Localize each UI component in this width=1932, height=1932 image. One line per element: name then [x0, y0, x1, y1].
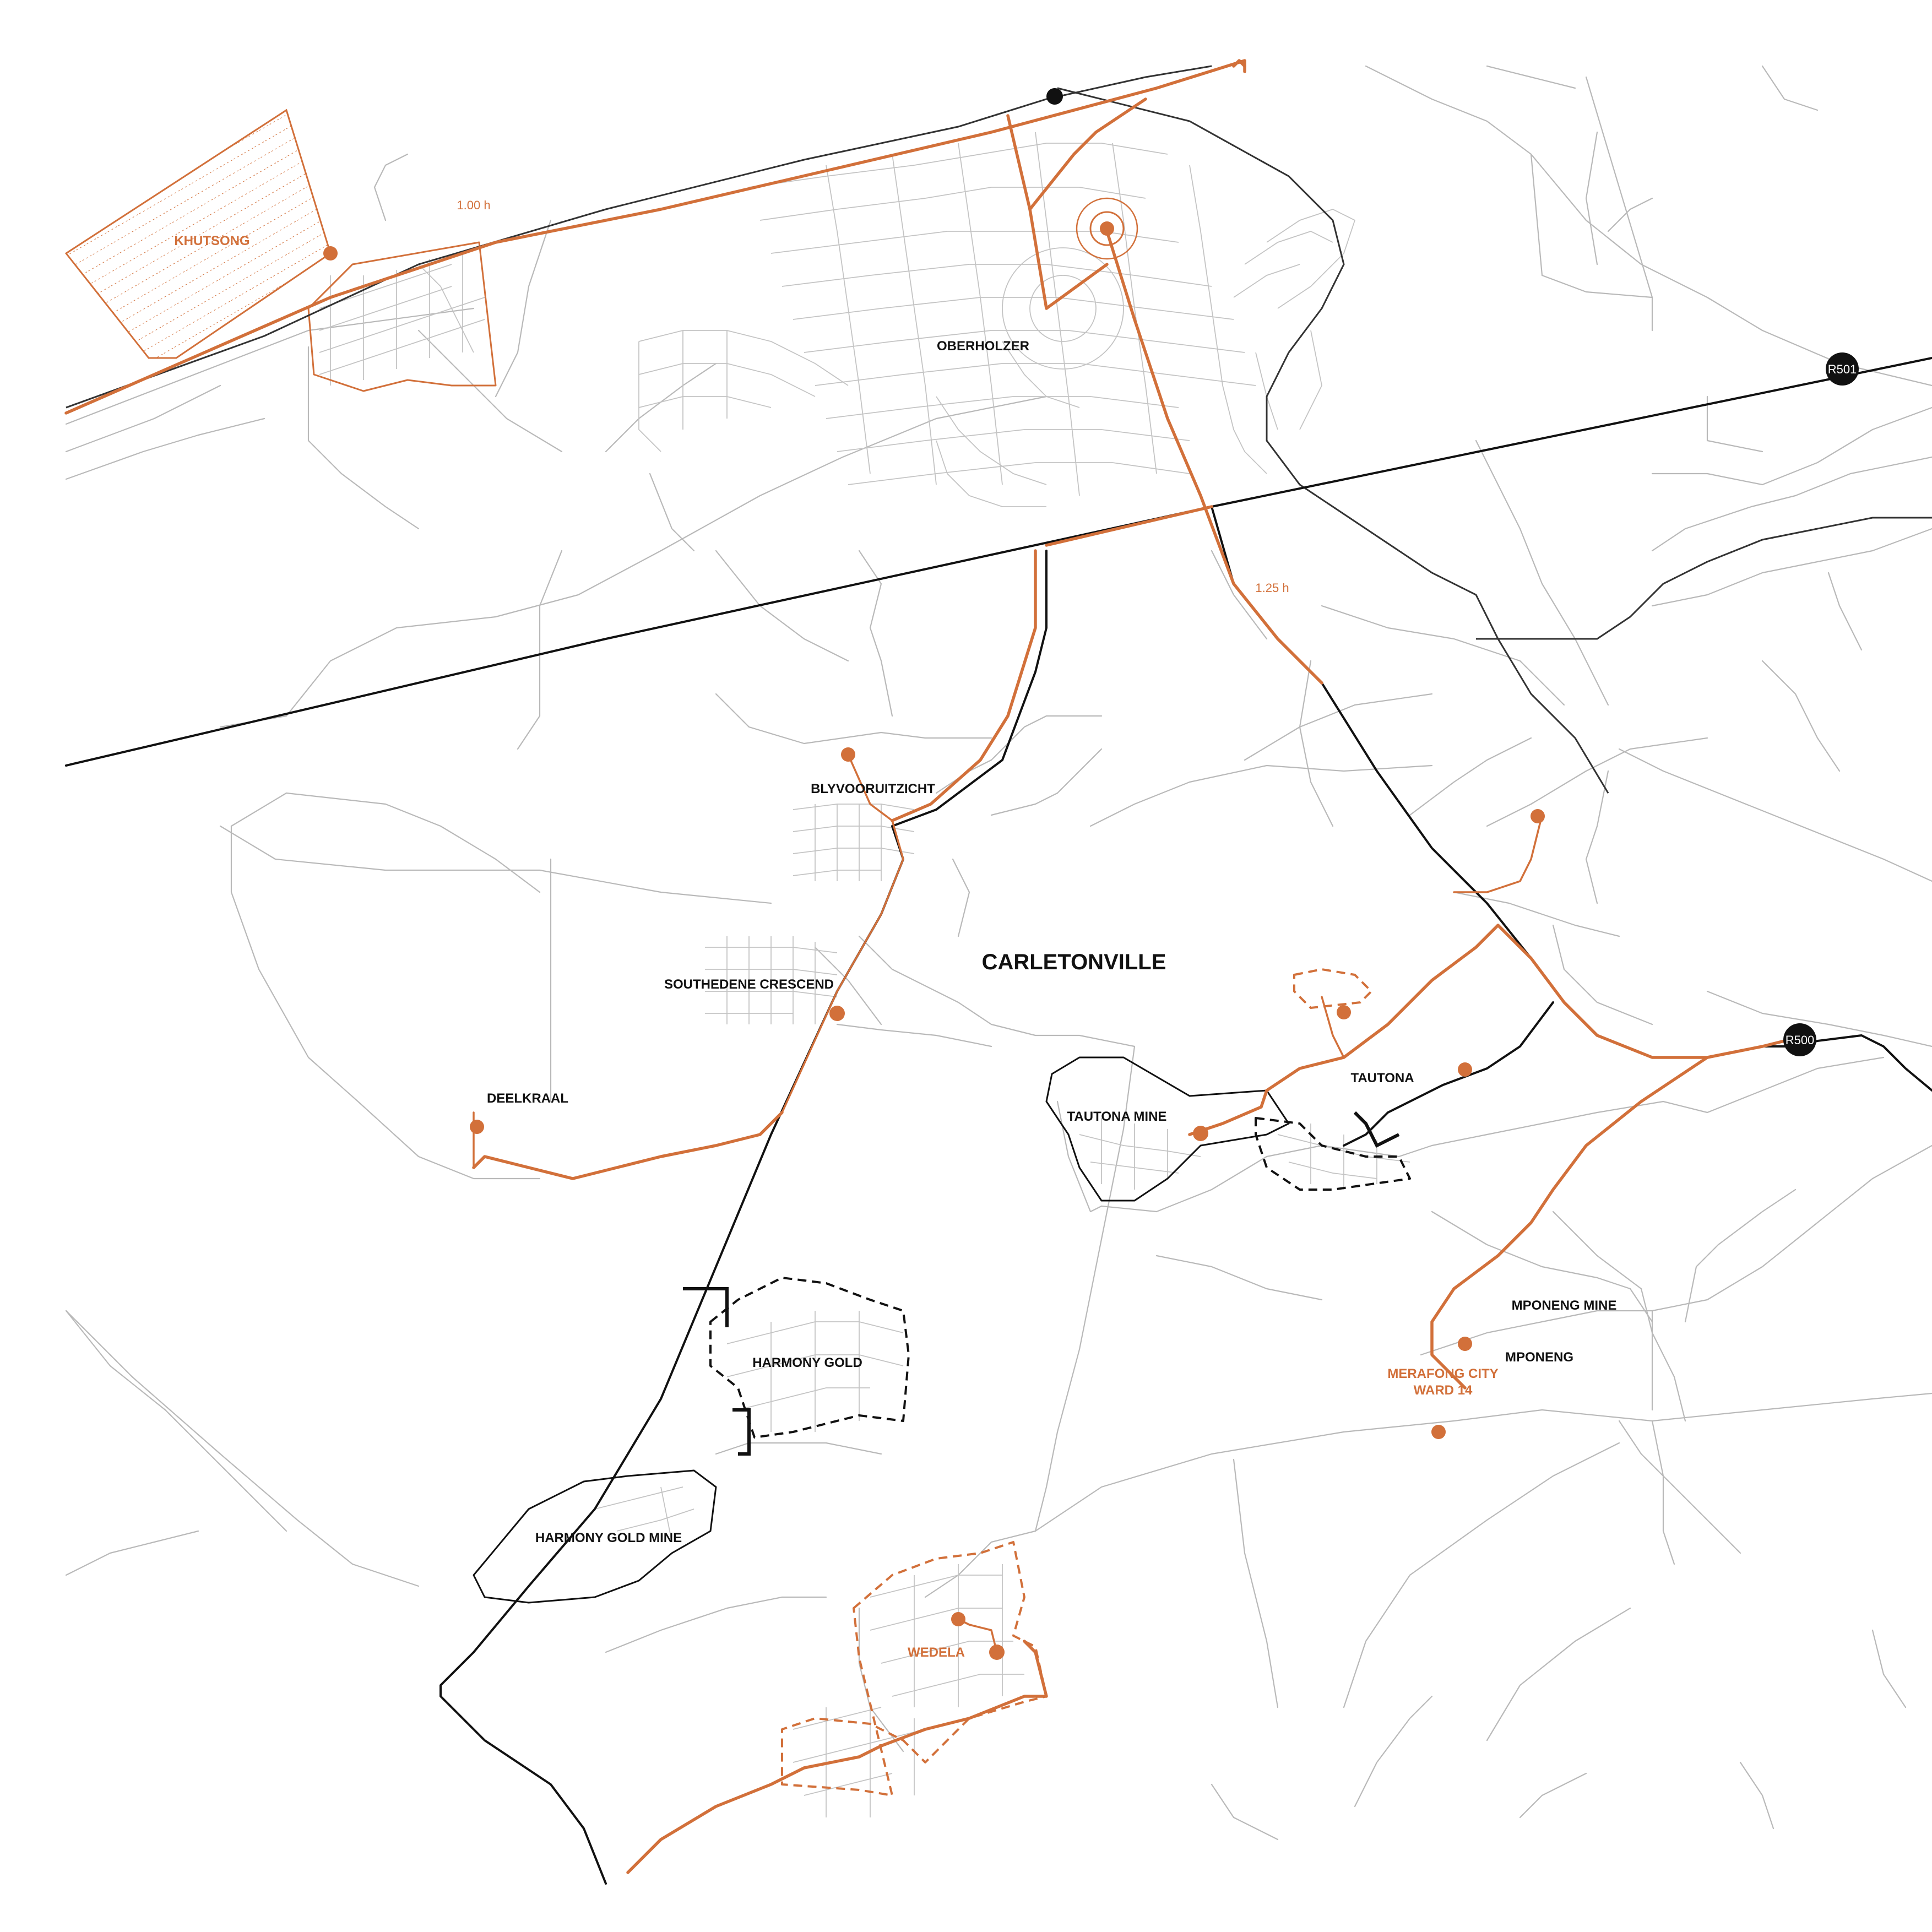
harmony-gold-grid	[594, 1311, 904, 1543]
stop-wedela-north-icon[interactable]	[951, 1612, 965, 1626]
oberholzer-grid	[638, 132, 1356, 507]
label-travel-time-north: 1.00 h	[457, 198, 490, 212]
stop-southedene-icon[interactable]	[829, 1006, 845, 1021]
r501-highway	[65, 357, 1932, 767]
label-khutsong: KHUTSONG	[174, 234, 249, 248]
southedene-grid	[705, 936, 838, 1024]
transit-routes	[64, 59, 1808, 1874]
label-southedene: SOUTHEDENE CRESCEND	[664, 977, 834, 992]
stop-wedela-icon[interactable]	[989, 1645, 1005, 1660]
tautona-dashed-boundary	[1255, 1117, 1411, 1191]
label-oberholzer: OBERHOLZER	[937, 339, 1029, 354]
label-mponeng-mine: MPONENG MINE	[1512, 1298, 1617, 1313]
shield-label-r500: R500	[1786, 1033, 1815, 1047]
stop-khutsong-icon[interactable]	[323, 246, 338, 261]
label-harmony-gold: HARMONY GOLD	[752, 1355, 862, 1370]
tautona-mine-grid	[1079, 1118, 1410, 1190]
label-deelkraal: DEELKRAAL	[487, 1091, 568, 1106]
place-labels: KHUTSONG 1.00 h OBERHOLZER 1.25 h BLYVOO…	[174, 198, 1616, 1660]
route-stops	[323, 88, 1545, 1660]
station-dot-icon[interactable]	[1046, 88, 1063, 105]
tautona-mine-boundary	[1045, 1056, 1290, 1202]
stop-deelkraal-icon[interactable]	[470, 1120, 484, 1134]
wedela-grid	[793, 1564, 1024, 1817]
road-shield-icon	[1783, 1023, 1816, 1056]
label-travel-time-east: 1.25 h	[1255, 581, 1289, 595]
harmony-gold-mine-boundary	[473, 1469, 717, 1604]
railway-lines	[66, 65, 1932, 794]
stop-merafong-icon[interactable]	[1431, 1425, 1446, 1439]
label-wedela: WEDELA	[908, 1645, 965, 1660]
khutsong-area	[64, 108, 497, 392]
stop-mponeng-icon[interactable]	[1458, 1337, 1472, 1351]
tautona-orange-boundary	[1293, 968, 1372, 1009]
harmony-gold-boundary	[709, 1277, 910, 1439]
label-merafong-line2: WARD 14	[1414, 1383, 1473, 1398]
shield-label-r501: R501	[1828, 362, 1857, 376]
road-shield-icon	[1826, 352, 1859, 386]
stop-oberholzer-icon[interactable]	[1100, 221, 1114, 236]
stop-tautona-north-icon[interactable]	[1337, 1005, 1351, 1019]
label-blyvooruitzicht: BLYVOORUITZICHT	[811, 782, 935, 796]
stop-tautona-icon[interactable]	[1458, 1062, 1472, 1077]
khutsong-grid	[319, 253, 485, 386]
stop-tautona-mine-icon[interactable]	[1193, 1126, 1208, 1141]
stop-blyvooruitzicht-icon[interactable]	[841, 747, 855, 762]
road-shield-r500: R500	[1783, 1023, 1816, 1056]
hub-ring-icon	[1089, 211, 1125, 246]
boundary-brackets	[683, 1111, 1400, 1456]
label-harmony-gold-mine: HARMONY GOLD MINE	[535, 1531, 682, 1545]
blyvooruitzicht-grid	[793, 804, 915, 881]
hub-ring-outer-icon	[1076, 197, 1138, 260]
road-shield-r501: R501	[1826, 352, 1859, 386]
label-mponeng: MPONENG	[1505, 1350, 1573, 1365]
label-tautona: TAUTONA	[1350, 1071, 1414, 1086]
label-carletonville: CARLETONVILLE	[982, 950, 1166, 974]
stop-east-icon[interactable]	[1531, 809, 1545, 823]
label-tautona-mine: TAUTONA MINE	[1067, 1109, 1167, 1124]
label-merafong-line1: MERAFONG CITY	[1387, 1366, 1498, 1381]
